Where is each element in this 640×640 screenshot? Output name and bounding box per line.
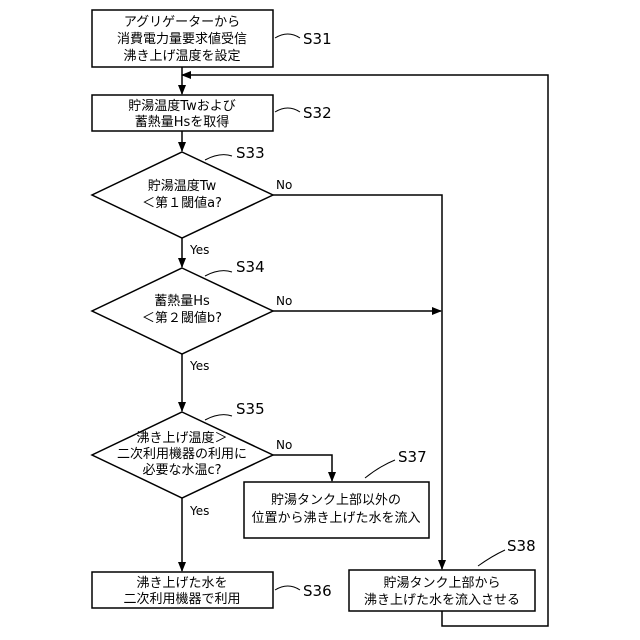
s32-line-2: 蓄熱量Hsを取得 [135, 114, 230, 130]
s34-line-2: ＜第２閾値b? [142, 310, 222, 326]
s33-step-label: S33 [236, 144, 265, 162]
decision-diamond-s33 [92, 152, 273, 238]
step-s34: 蓄熱量Hs ＜第２閾値b? S34 [92, 258, 273, 354]
s32-line-1: 貯湯温度Twおよび [128, 98, 235, 114]
arrow-s35-no-to-s37 [273, 455, 332, 481]
s38-leader-line [478, 550, 505, 566]
s35-line-1: 沸き上げ温度＞ [136, 430, 227, 446]
s37-line-2: 位置から沸き上げた水を流入 [251, 511, 420, 526]
step-s37: 貯湯タンク上部以外の 位置から沸き上げた水を流入 S37 [244, 448, 429, 538]
s36-line-2: 二次利用機器で利用 [123, 591, 240, 607]
step-s36: 沸き上げた水を 二次利用機器で利用 S36 [92, 572, 332, 608]
process-box-s37 [244, 482, 429, 538]
s35-leader-line [205, 415, 232, 420]
s35-line-2: 二次利用機器の利用に [117, 446, 247, 462]
s34-yes-label: Yes [189, 359, 209, 373]
s38-line-2: 沸き上げた水を流入させる [364, 593, 520, 608]
s33-leader-line [205, 155, 232, 160]
s38-line-1: 貯湯タンク上部から [383, 576, 500, 591]
s37-step-label: S37 [398, 448, 427, 466]
step-s31: アグリゲーターから 消費電力量要求値受信 沸き上げ温度を設定 S31 [92, 10, 332, 67]
s31-line-2: 消費電力量要求値受信 [117, 31, 247, 47]
s34-no-label: No [276, 294, 292, 308]
s35-step-label: S35 [236, 400, 265, 418]
s33-no-label: No [276, 178, 292, 192]
s34-line-1: 蓄熱量Hs [154, 294, 210, 309]
s36-line-1: 沸き上げた水を [136, 576, 227, 591]
s34-leader-line [205, 271, 232, 276]
s35-no-label: No [276, 438, 292, 452]
s35-yes-label: Yes [189, 504, 209, 518]
s37-line-1: 貯湯タンク上部以外の [271, 493, 401, 508]
s35-line-3: 必要な水温c? [142, 463, 221, 478]
step-s32: 貯湯温度Twおよび 蓄熱量Hsを取得 S32 [92, 95, 332, 131]
s37-leader-line [365, 460, 395, 478]
s33-line-1: 貯湯温度Tw [148, 178, 217, 194]
s31-line-3: 沸き上げ温度を設定 [123, 48, 240, 64]
s32-step-label: S32 [303, 104, 332, 122]
s33-yes-label: Yes [189, 243, 209, 257]
s31-line-1: アグリゲーターから [124, 15, 240, 30]
s33-line-2: ＜第１閾値a? [142, 195, 222, 211]
s34-step-label: S34 [236, 258, 265, 276]
s38-step-label: S38 [507, 537, 536, 555]
s36-step-label: S36 [303, 582, 332, 600]
s31-step-label: S31 [303, 30, 332, 48]
step-s33: 貯湯温度Tw ＜第１閾値a? S33 [92, 144, 273, 238]
s36-leader-line [275, 586, 300, 590]
s31-leader-line [275, 34, 300, 38]
s32-leader-line [275, 108, 300, 112]
